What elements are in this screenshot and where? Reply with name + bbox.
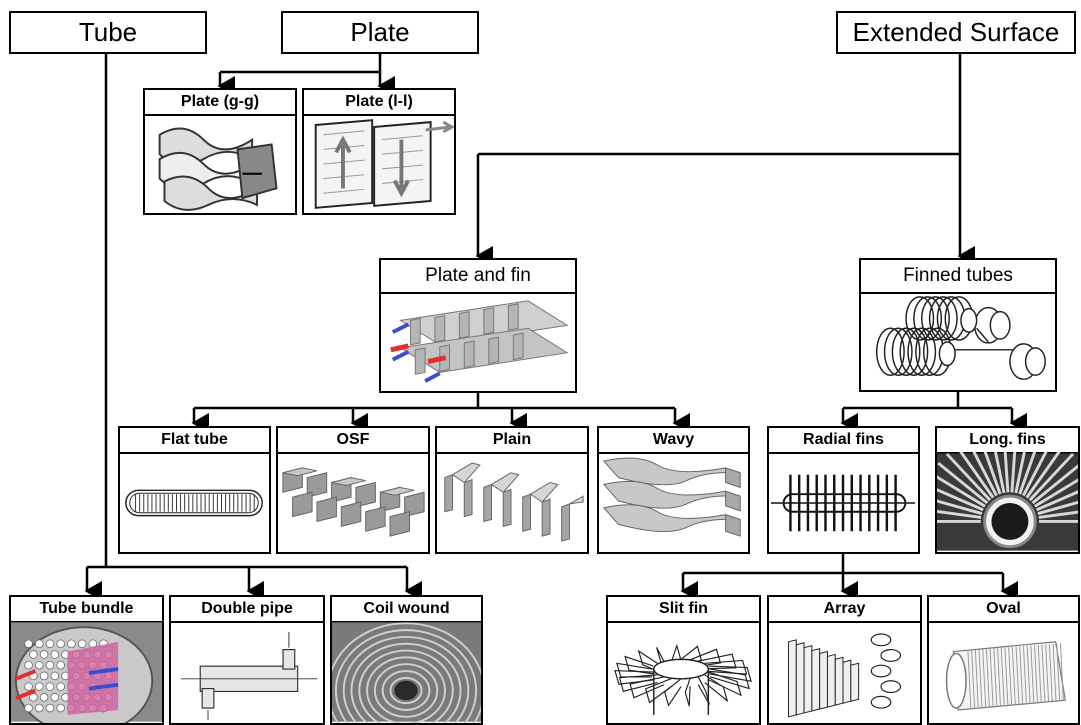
coil-wound-card: Coil wound [330,595,483,725]
double-pipe-label: Double pipe [171,597,323,623]
plain-illustration [437,452,587,552]
oval-illustration [929,621,1078,723]
finned-tubes-card: Finned tubes [859,258,1057,392]
long-fins-card: Long. fins [935,426,1080,554]
plate-header-label: Plate [350,17,409,48]
plate-and-fin-label: Plate and fin [381,260,575,294]
extended-surface-header: Extended Surface [836,11,1076,54]
wavy-card: Wavy [597,426,750,554]
array-label: Array [769,597,920,623]
flat-tube-illustration [120,452,269,552]
osf-card: OSF [276,426,430,554]
radial-fins-illustration [769,452,918,552]
plate-gg-illustration [145,114,295,213]
plain-label: Plain [437,428,587,454]
plate-ll-illustration [304,114,454,213]
oval-card: Oval [927,595,1080,725]
wavy-illustration [599,452,748,552]
oval-label: Oval [929,597,1078,623]
osf-illustration [278,452,428,552]
slit-fin-card: Slit fin [606,595,761,725]
double-pipe-card: Double pipe [169,595,325,725]
finned-tubes-label: Finned tubes [861,260,1055,294]
coil-wound-illustration [332,621,481,723]
plate-and-fin-card: Plate and fin [379,258,577,393]
osf-label: OSF [278,428,428,454]
plate-ll-card: Plate (l-l) [302,88,456,215]
plate-gg-label: Plate (g-g) [145,90,295,116]
tube-header-label: Tube [79,17,137,48]
slit-fin-label: Slit fin [608,597,759,623]
long-fins-illustration [937,452,1078,552]
plate-header: Plate [281,11,479,54]
plate-ll-label: Plate (l-l) [304,90,454,116]
radial-fins-card: Radial fins [767,426,920,554]
flat-tube-label: Flat tube [120,428,269,454]
extended-surface-header-label: Extended Surface [853,17,1060,48]
radial-fins-label: Radial fins [769,428,918,454]
plain-card: Plain [435,426,589,554]
wavy-label: Wavy [599,428,748,454]
coil-wound-label: Coil wound [332,597,481,623]
plate-and-fin-illustration [381,290,575,391]
plate-gg-card: Plate (g-g) [143,88,297,215]
array-card: Array [767,595,922,725]
slit-fin-illustration [608,621,759,723]
array-illustration [769,621,920,723]
tube-bundle-label: Tube bundle [11,597,162,623]
tube-bundle-card: Tube bundle [9,595,164,725]
double-pipe-illustration [171,621,323,723]
long-fins-label: Long. fins [937,428,1078,454]
finned-tubes-illustration [861,290,1055,390]
tube-header: Tube [9,11,207,54]
tube-bundle-illustration [11,621,162,723]
flat-tube-card: Flat tube [118,426,271,554]
